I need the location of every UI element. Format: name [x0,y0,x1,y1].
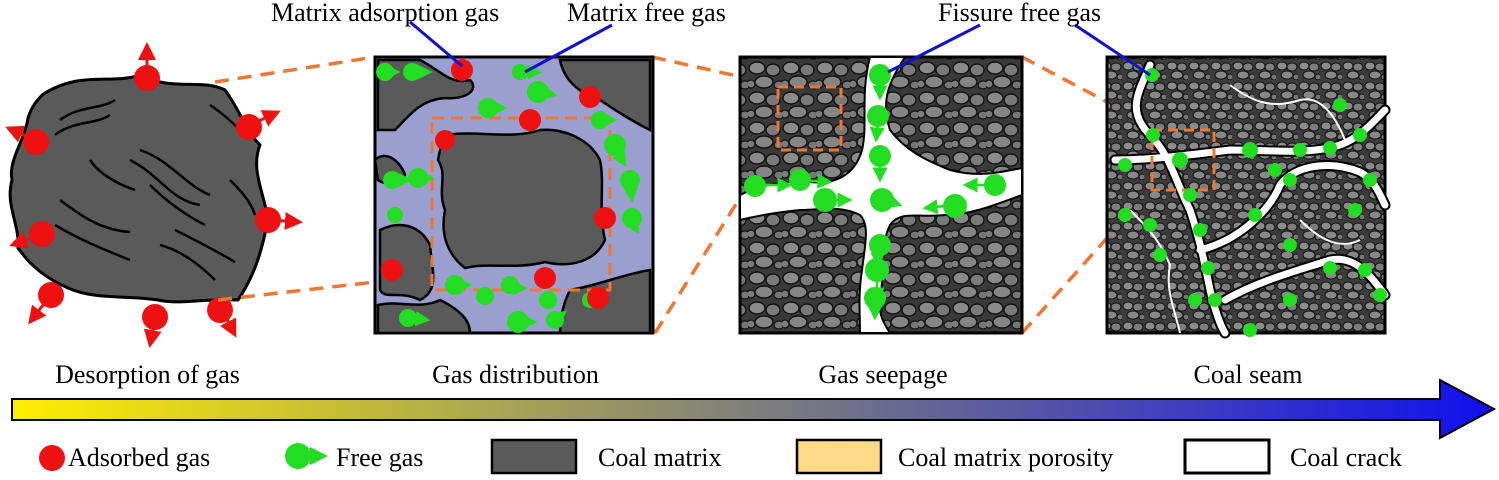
particle-cracks [54,98,257,281]
legend-coal-crack-swatch [1183,438,1271,475]
legend-coal-matrix-swatch [490,438,578,475]
callout-matrix-adsorption-gas: Matrix adsorption gas [271,0,500,27]
process-arrow [11,378,1497,440]
caption-gas-distribution: Gas distribution [432,360,599,389]
seam-free-gas [1118,68,1387,337]
legend-symbols [39,438,1271,475]
callout-lines [409,20,1151,77]
desorbing-gas-molecules [5,42,303,348]
matrix-free-gas [376,63,642,333]
panel-gas-distribution [373,55,655,335]
zoom-connectors [214,55,1161,335]
caption-gas-seepage: Gas seepage [818,360,948,389]
legend-coal-crack-label: Coal crack [1290,443,1402,472]
zoom-box-4 [1150,128,1216,192]
legend-free-gas-label: Free gas [336,443,424,472]
legend-coal-matrix-porosity-label: Coal matrix porosity [898,443,1114,472]
panel-desorption [5,42,303,348]
legend-porosity-swatch [795,438,883,475]
panel-gas-seepage [738,55,1024,335]
legend-adsorbed-gas-icon [39,445,65,471]
coal-particle [8,73,270,304]
legend-coal-matrix-label: Coal matrix [598,443,722,472]
caption-desorption: Desorption of gas [55,360,240,389]
matrix-adsorbed-gas [381,59,616,309]
panel-coal-seam [1105,55,1391,339]
fissure-free-gas [744,64,1006,321]
legend-adsorbed-gas-label: Adsorbed gas [68,443,211,472]
callout-fissure-free-gas: Fissure free gas [938,0,1102,27]
legend-free-gas-icon [285,443,328,469]
callout-matrix-free-gas: Matrix free gas [567,0,726,27]
caption-coal-seam: Coal seam [1193,360,1303,389]
